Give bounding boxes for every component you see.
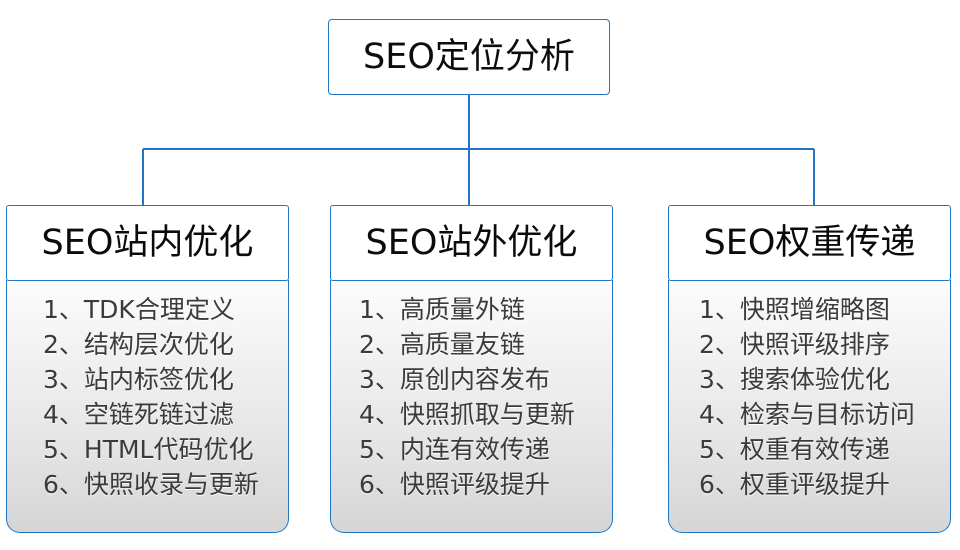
list-item: 6、快照收录与更新 bbox=[43, 470, 259, 499]
list-item: 3、搜索体验优化 bbox=[699, 365, 890, 394]
list-item: 3、原创内容发布 bbox=[359, 365, 550, 394]
branch-title-3: SEO权重传递 bbox=[703, 222, 916, 263]
list-item: 5、内连有效传递 bbox=[359, 435, 550, 464]
branch-title-2: SEO站外优化 bbox=[365, 222, 578, 263]
list-item: 6、快照评级提升 bbox=[359, 470, 550, 499]
list-item: 4、检索与目标访问 bbox=[699, 400, 915, 429]
list-item: 2、快照评级排序 bbox=[699, 330, 890, 359]
list-item: 2、结构层次优化 bbox=[43, 330, 234, 359]
branch-body-2: 1、高质量外链 2、高质量友链 3、原创内容发布 4、快照抓取与更新 5、内连有… bbox=[330, 280, 613, 533]
list-item: 1、快照增缩略图 bbox=[699, 295, 890, 324]
list-item: 1、TDK合理定义 bbox=[43, 295, 235, 324]
branch-item-list-1: 1、TDK合理定义 2、结构层次优化 3、站内标签优化 4、空链死链过滤 5、H… bbox=[7, 292, 288, 502]
list-item: 5、HTML代码优化 bbox=[43, 435, 254, 464]
list-item: 5、权重有效传递 bbox=[699, 435, 890, 464]
root-node: SEO定位分析 bbox=[328, 19, 610, 95]
list-item: 2、高质量友链 bbox=[359, 330, 525, 359]
branch-item-list-2: 1、高质量外链 2、高质量友链 3、原创内容发布 4、快照抓取与更新 5、内连有… bbox=[331, 292, 612, 502]
branch-column-3: SEO权重传递 1、快照增缩略图 2、快照评级排序 3、搜索体验优化 4、检索与… bbox=[668, 205, 951, 533]
branch-body-3: 1、快照增缩略图 2、快照评级排序 3、搜索体验优化 4、检索与目标访问 5、权… bbox=[668, 280, 951, 533]
branch-header-2: SEO站外优化 bbox=[330, 205, 613, 281]
list-item: 4、空链死链过滤 bbox=[43, 400, 234, 429]
branch-item-list-3: 1、快照增缩略图 2、快照评级排序 3、搜索体验优化 4、检索与目标访问 5、权… bbox=[669, 292, 950, 502]
list-item: 6、权重评级提升 bbox=[699, 470, 890, 499]
branch-header-3: SEO权重传递 bbox=[668, 205, 951, 281]
list-item: 3、站内标签优化 bbox=[43, 365, 234, 394]
branch-header-1: SEO站内优化 bbox=[6, 205, 289, 281]
root-node-label: SEO定位分析 bbox=[363, 36, 575, 77]
list-item: 1、高质量外链 bbox=[359, 295, 525, 324]
branch-column-1: SEO站内优化 1、TDK合理定义 2、结构层次优化 3、站内标签优化 4、空链… bbox=[6, 205, 289, 533]
list-item: 4、快照抓取与更新 bbox=[359, 400, 575, 429]
branch-title-1: SEO站内优化 bbox=[41, 222, 254, 263]
branch-column-2: SEO站外优化 1、高质量外链 2、高质量友链 3、原创内容发布 4、快照抓取与… bbox=[330, 205, 613, 533]
branch-body-1: 1、TDK合理定义 2、结构层次优化 3、站内标签优化 4、空链死链过滤 5、H… bbox=[6, 280, 289, 533]
